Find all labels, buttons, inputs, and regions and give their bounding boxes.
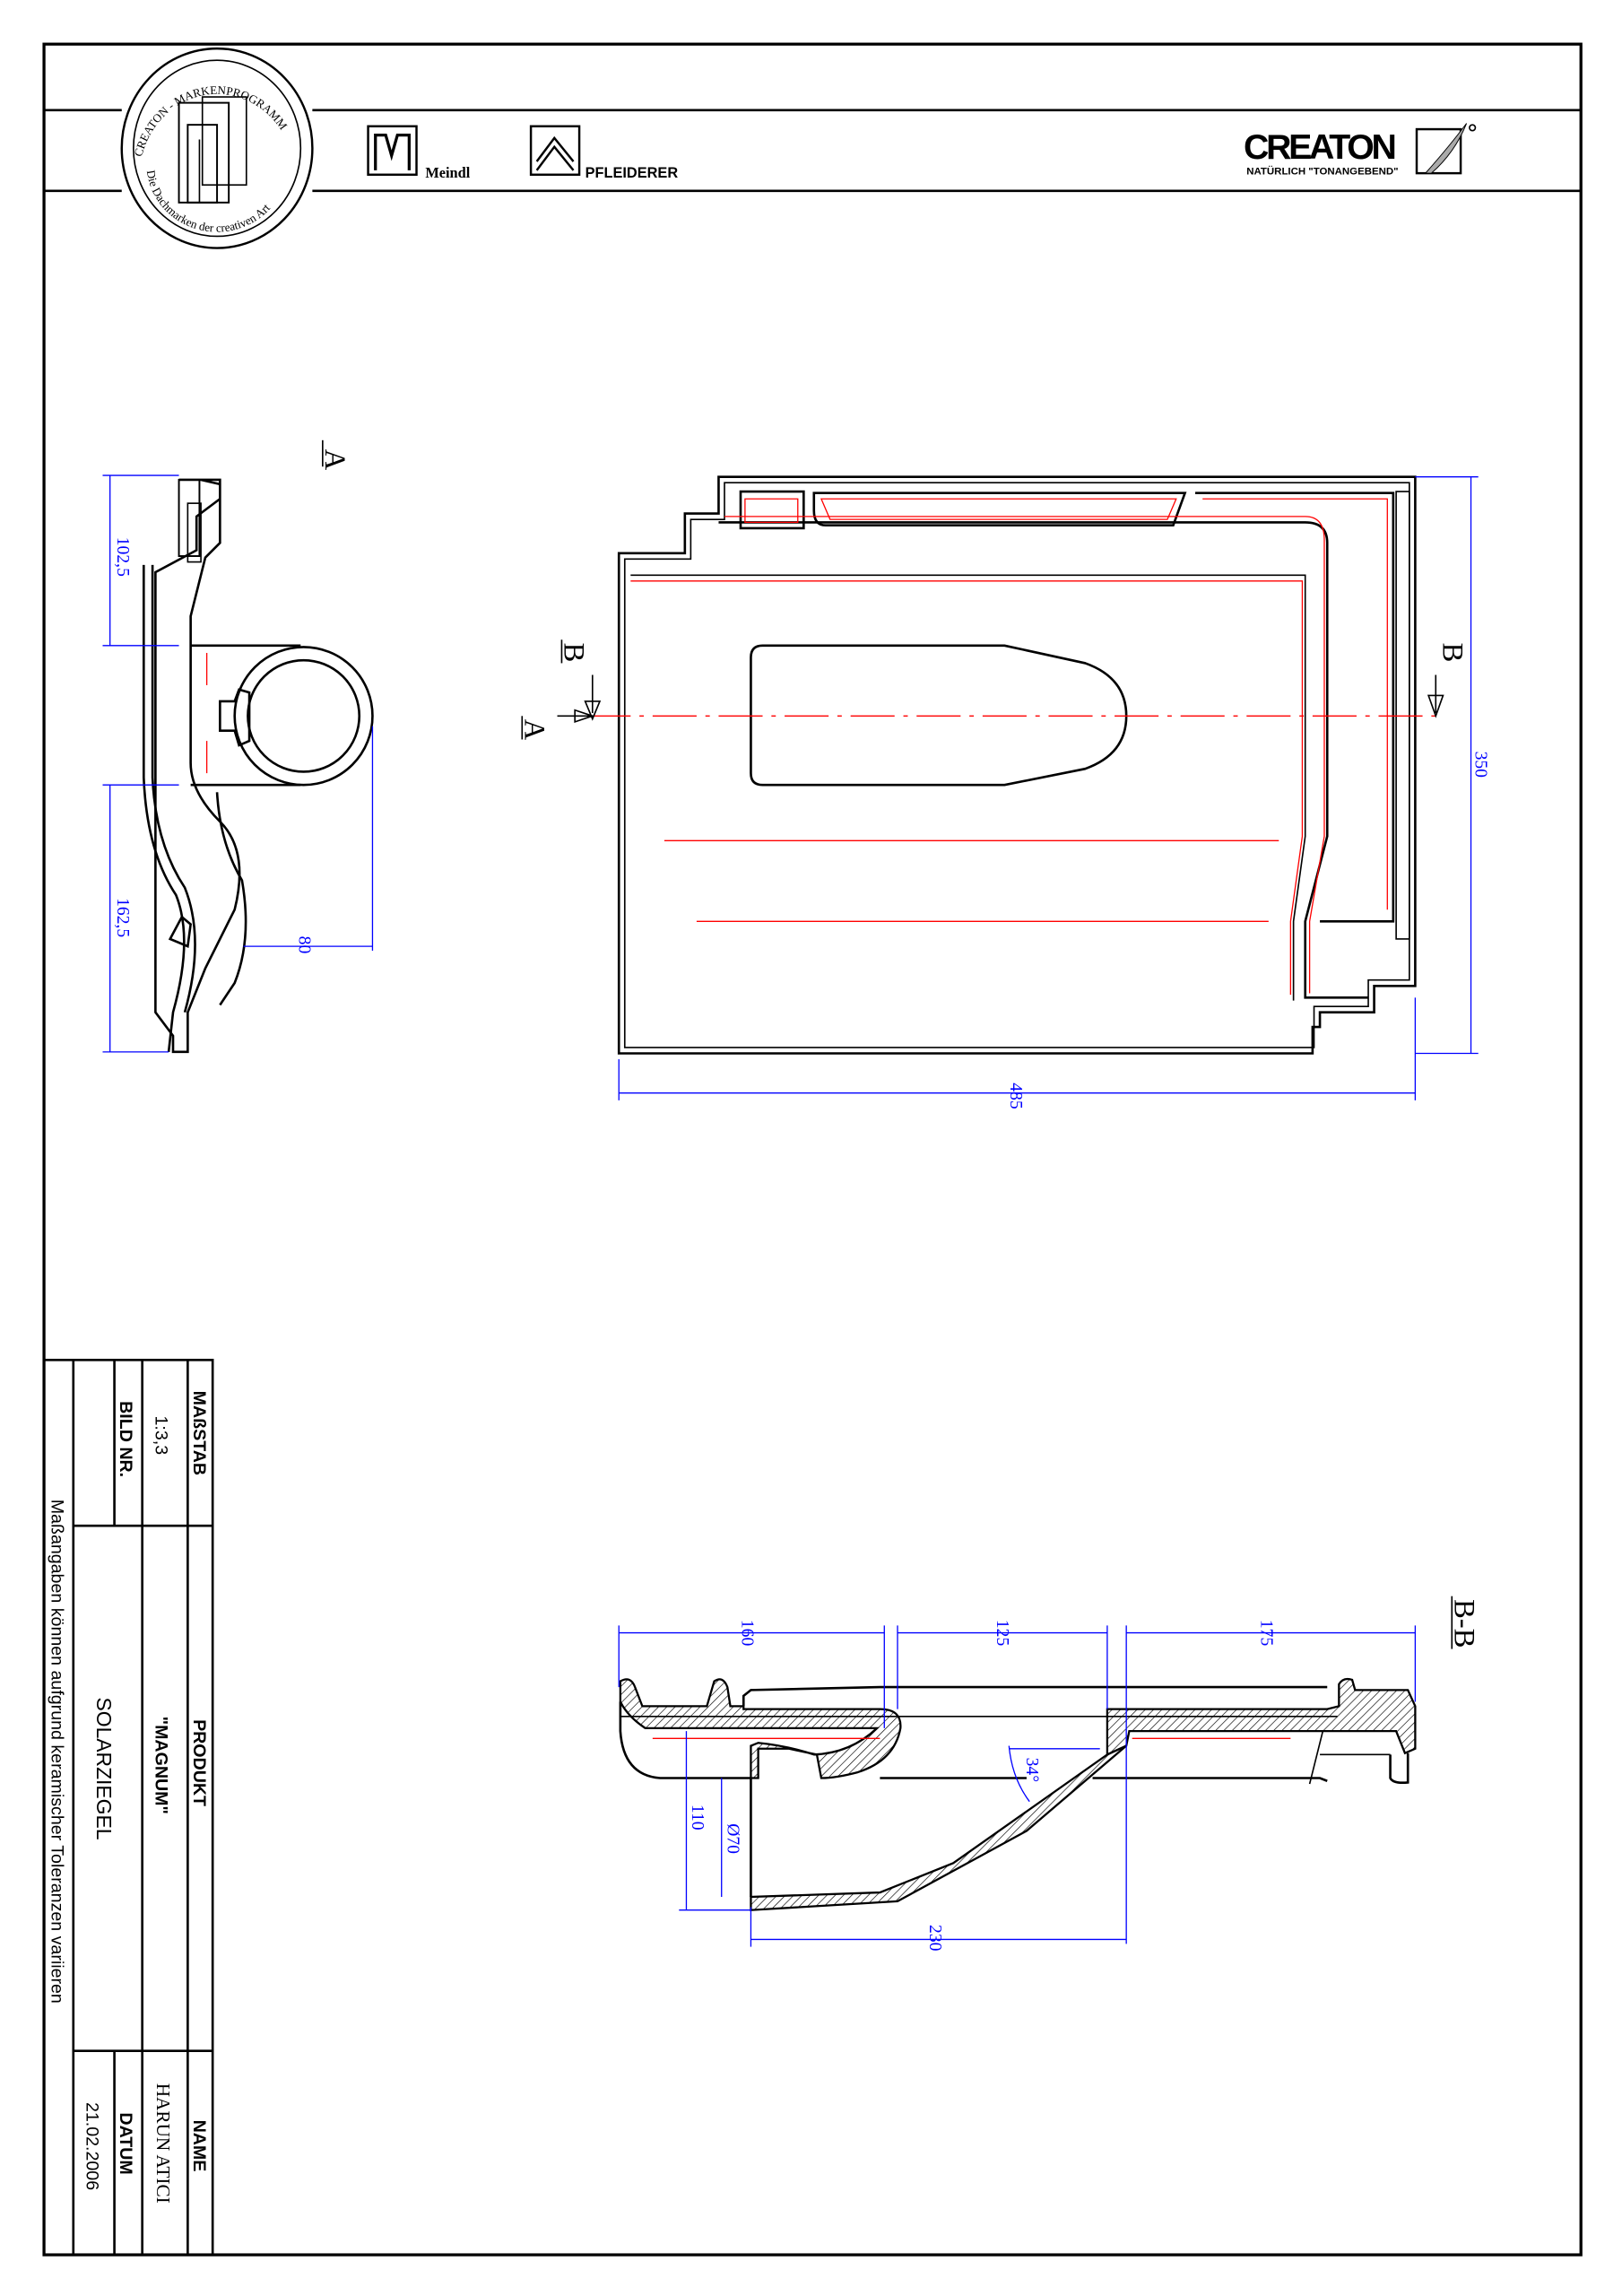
dim-125: 125 [993,1620,1011,1647]
dim-diameter-70: Ø70 [723,1823,742,1854]
dim-angle-34: 34° [1022,1758,1041,1782]
sheet-border [42,42,1583,2257]
creaton-brand-text: CREATON [1244,127,1394,167]
dim-230: 230 [925,1925,944,1952]
date-value: 21.02.2006 [82,2102,102,2190]
tile-outline [617,475,1417,1055]
dim-350: 350 [1470,752,1489,778]
solar-window-cutout [750,644,1128,787]
dim-110: 110 [688,1805,707,1831]
dim-102-5: 102,5 [113,537,132,577]
header-band: CREATON - MARKENPROGRAMM Die Dachmarken … [44,47,1582,249]
top-view: B A B 350 485 [518,475,1489,1109]
dimension-lines-section [618,1625,1417,1947]
tolerance-note: Maßangaben können aufgrund keramischer T… [47,1500,66,2004]
dimension-lines-top [618,476,1479,1100]
side-view-section-a: A 102,5 162,5 80 [102,439,374,1054]
meindl-logo: Meindl [367,125,471,181]
dimension-lines-side [102,474,374,1053]
image-no-label: BILD NR. [116,1401,135,1477]
section-b-b: B-B 160 125 175 110 [618,1596,1480,1952]
dim-162-5: 162,5 [113,898,132,937]
pipe-outer-circle [233,646,374,787]
meindl-brand-text: Meindl [425,164,470,181]
scale-label: MAßSTAB [189,1391,209,1475]
product-type: SOLARZIEGEL [92,1698,116,1840]
creaton-logo: CREATON NATÜRLICH "TONANGEBEND" [1244,123,1477,178]
pfleiderer-brand-text: PFLEIDERER [585,165,679,181]
dim-80: 80 [295,936,314,954]
dim-485: 485 [1006,1083,1025,1109]
section-label-b-right: B [1436,643,1468,663]
section-label-bb: B-B [1448,1599,1480,1648]
creaton-seal-logo: CREATON - MARKENPROGRAMM Die Dachmarken … [120,47,314,249]
creaton-slogan: NATÜRLICH "TONANGEBEND" [1246,166,1398,178]
date-label: DATUM [116,2112,135,2174]
product-value: "MAGNUM" [151,1717,170,1814]
section-label-a-top: A [318,449,351,471]
title-block: MAßSTAB 1:3,3 BILD NR. PRODUKT "MAGNUM" … [42,1359,214,2257]
scale-value: 1:3,3 [151,1416,170,1456]
section-label-a-left: A [518,719,551,741]
name-value: HARUN ATICI [152,2083,174,2204]
name-label: NAME [189,2120,209,2172]
product-label: PRODUKT [189,1719,209,1806]
dim-160: 160 [738,1620,757,1647]
section-label-b-left: B [558,643,590,663]
pfleiderer-logo: PFLEIDERER [529,125,679,181]
dim-175: 175 [1257,1620,1276,1647]
pipe-inner-circle [247,658,361,773]
